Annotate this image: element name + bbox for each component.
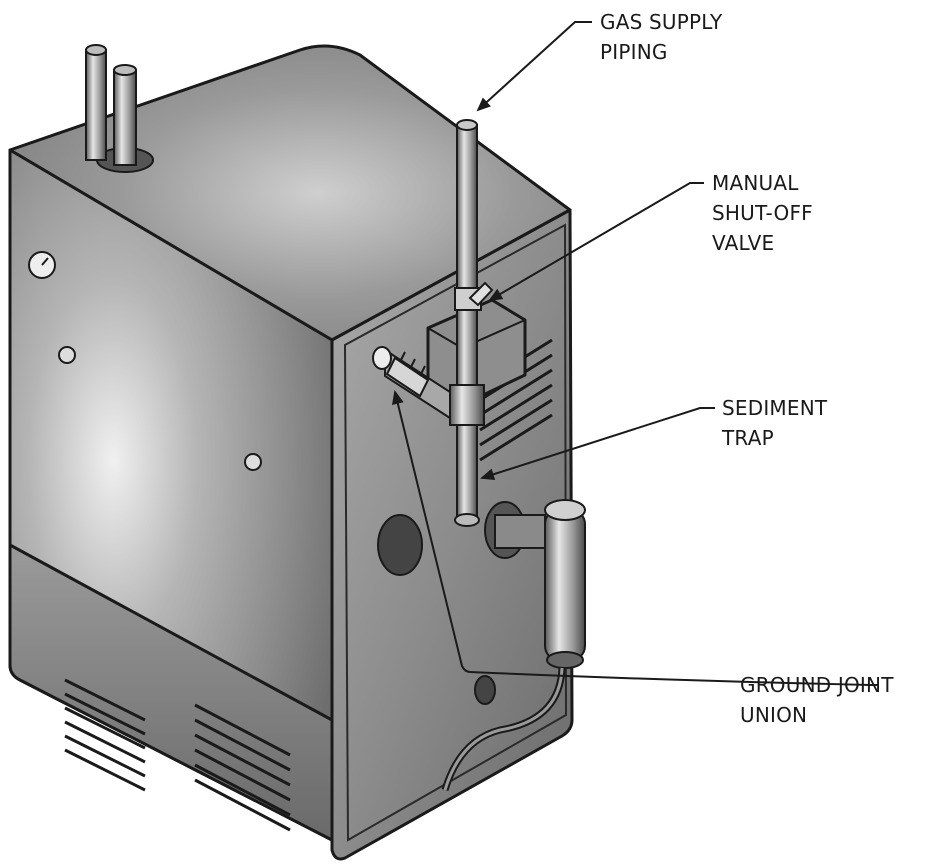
callout-ground-joint-union: GROUND JOINT UNION xyxy=(740,670,894,730)
leader-shutoff-valve xyxy=(488,182,704,302)
callout-line: SHUT-OFF xyxy=(712,201,813,225)
callout-sediment-trap: SEDIMENT TRAP xyxy=(722,393,827,453)
leader-lines xyxy=(392,21,878,686)
callout-line: GAS SUPPLY xyxy=(600,10,723,34)
leader-gas-supply xyxy=(476,21,592,112)
pilot-assembly xyxy=(441,499,586,792)
callout-line: UNION xyxy=(740,703,808,727)
callout-gas-supply-piping: GAS SUPPLY PIPING xyxy=(600,7,722,67)
ground-joint-union xyxy=(372,346,430,398)
gas-supply-pipe xyxy=(454,119,480,527)
front-louvers xyxy=(64,678,291,832)
top-pipes xyxy=(85,44,154,173)
leader-ground-joint xyxy=(392,390,878,686)
callout-line: VALVE xyxy=(712,231,775,255)
callout-line: TRAP xyxy=(722,426,774,450)
side-panel-frame xyxy=(343,223,568,842)
pressure-gauge xyxy=(28,251,56,279)
callout-line: PIPING xyxy=(600,40,668,64)
callout-line: SEDIMENT xyxy=(722,396,828,420)
callout-line: MANUAL xyxy=(712,171,799,195)
callout-line: GROUND JOINT xyxy=(740,673,894,697)
cabinet-top xyxy=(8,44,572,342)
front-knobs xyxy=(58,346,262,471)
leader-sediment-trap xyxy=(480,407,715,481)
callout-manual-shutoff-valve: MANUAL SHUT-OFF VALVE xyxy=(712,168,813,258)
